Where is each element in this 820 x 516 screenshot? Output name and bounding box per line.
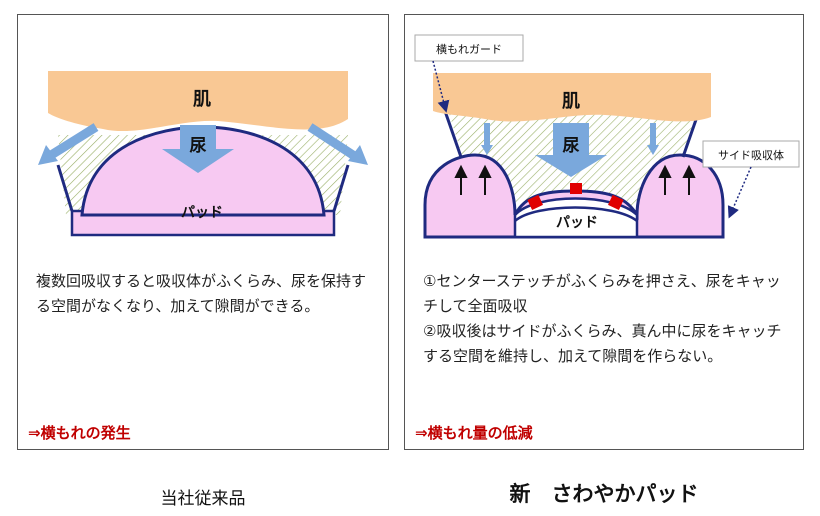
new-product-panel: 肌 尿 パッド 横もれガード サイド吸収体 ①センターステッチがふくらみを押さえ…	[404, 14, 804, 450]
swell-arrows	[454, 164, 696, 195]
small-arrowhead-left	[481, 145, 493, 155]
new-description-point-2: ②吸収後はサイドがふくらみ、真ん中に尿をキャッチする空間を維持し、加えて隙間を作…	[423, 322, 782, 365]
skin-label: 肌	[562, 91, 580, 112]
urine-arrow-down	[162, 125, 234, 173]
leak-arrow-right	[307, 123, 359, 161]
center-stitch-line	[514, 206, 638, 223]
pad-label: パッド	[181, 205, 223, 221]
conventional-result: ⇒横もれの発生	[28, 424, 131, 442]
conventional-description: 複数回吸収すると吸収体がふくらみ、尿を保持する空間がなくなり、加えて隙間ができる…	[36, 269, 374, 319]
pad-label: パッド	[556, 215, 598, 231]
conventional-pad-diagram: 肌 尿 パッド	[38, 71, 368, 237]
new-description-point-1: ①センターステッチがふくらみを押さえ、尿をキャッチして全面吸収	[423, 272, 781, 315]
conventional-caption: 当社従来品	[160, 489, 246, 509]
skin-shape	[433, 73, 711, 122]
stitch-1	[527, 194, 543, 210]
center-dip	[513, 197, 639, 239]
urine-label: 尿	[563, 136, 580, 156]
guard-left	[443, 110, 463, 158]
leak-arrow-left	[45, 123, 99, 161]
side-callout-label: サイド吸収体	[718, 148, 784, 162]
side-wall-right	[332, 164, 350, 212]
new-description: ①センターステッチがふくらみを押さえ、尿をキャッチして全面吸収 ②吸収後はサイド…	[423, 269, 789, 369]
new-pad-diagram: 肌 尿 パッド 横もれガード サイド吸収体	[414, 34, 800, 239]
leak-arrowhead-left	[38, 145, 58, 165]
new-caption: 新 さわやかパッド	[509, 482, 699, 506]
small-arrowhead-right	[647, 145, 659, 155]
leak-arrowhead-right	[348, 145, 368, 165]
skin-label: 肌	[193, 89, 211, 110]
urine-label: 尿	[190, 136, 207, 156]
conventional-product-panel: 肌 尿 パッド 複数回吸収すると吸収体がふくらみ、尿を保持する空間がなくなり、加…	[17, 14, 389, 450]
guard-callout-label: 横もれガード	[436, 42, 502, 56]
side-callout-box	[702, 140, 800, 168]
side-callout-pointer	[727, 166, 752, 219]
new-result: ⇒横もれ量の低減	[415, 424, 533, 442]
stitch-2	[570, 183, 582, 194]
guard-callout-box	[414, 34, 524, 62]
skin-shape	[48, 71, 348, 132]
stitch-3	[608, 194, 624, 210]
side-wall-left	[56, 164, 74, 212]
conventional-description-text: 複数回吸収すると吸収体がふくらみ、尿を保持する空間がなくなり、加えて隙間ができる…	[36, 272, 367, 315]
urine-arrow-down	[535, 123, 607, 177]
